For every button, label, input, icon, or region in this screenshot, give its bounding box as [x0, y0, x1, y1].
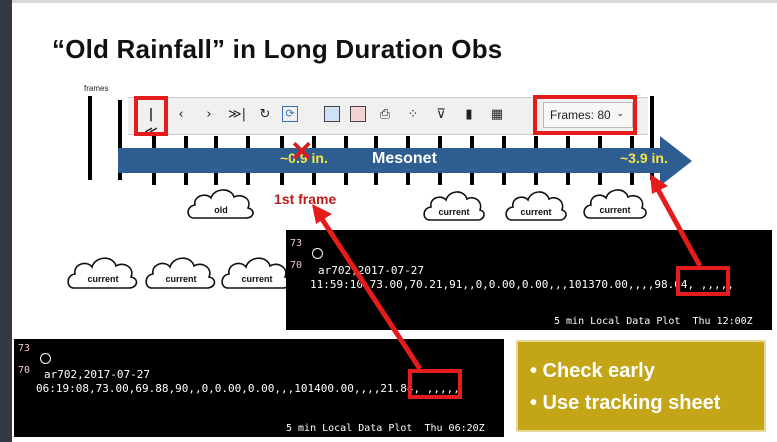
cloud-current-2-label: current: [520, 207, 552, 217]
frames-select-value: Frames: 80: [550, 108, 611, 122]
cloud-old-label: old: [214, 205, 228, 215]
chevron-left-icon[interactable]: ‹: [178, 107, 184, 122]
loop-icon[interactable]: ↻: [259, 107, 271, 122]
timeline-tick: [566, 173, 570, 185]
timeline-tick: [534, 173, 538, 185]
timeline-bracket-right: [650, 96, 654, 180]
timeline-tick: [152, 173, 156, 185]
cloud-current-1: current: [422, 186, 486, 224]
console-bottom-data: 06:19:08,73.00,69.88,90,,0,0.00,0.00,,,1…: [36, 382, 460, 395]
cloud-current-5: current: [144, 252, 218, 292]
timeline-tick: [470, 173, 474, 185]
timeline-tick: [566, 136, 570, 148]
timeline-tick: [280, 136, 284, 148]
slide-left-bar: [0, 0, 12, 442]
cloud-current-4: current: [66, 252, 140, 292]
timeline-tick: [214, 173, 218, 185]
console-top-line-num-1: 73: [290, 238, 303, 249]
console-top-header: ar702,2017-07-27: [318, 264, 424, 277]
first-frame-x-mark: ✕: [290, 136, 314, 167]
chevron-right-icon[interactable]: ›: [206, 107, 212, 122]
refresh-icon[interactable]: ⟳: [282, 106, 298, 122]
timeline-tick: [344, 173, 348, 185]
cloud-current-4-label: current: [87, 274, 119, 284]
printer-icon[interactable]: ⎙: [379, 107, 391, 122]
select-icon[interactable]: [324, 106, 340, 122]
mesonet-timeline-arrow: [118, 148, 662, 173]
timeline-tick: [534, 136, 538, 148]
station-marker-icon: [312, 248, 323, 259]
rain-total-old: ~0.9 in.: [280, 150, 328, 166]
timeline-tick: [438, 136, 442, 148]
cloud-current-1-label: current: [438, 207, 470, 217]
timeline-tick: [406, 136, 410, 148]
timeline-tick: [344, 136, 348, 148]
timeline-tick: [184, 136, 188, 148]
timeline-tick: [502, 136, 506, 148]
tip-item-2: • Use tracking sheet: [530, 392, 721, 414]
slide-title: “Old Rainfall” in Long Duration Obs: [52, 34, 503, 64]
timeline-tick: [280, 173, 284, 185]
mesonet-timeline-arrowhead: [660, 136, 692, 186]
timeline-tick: [246, 173, 250, 185]
tip-item-1: • Check early: [530, 360, 655, 382]
cloud-current-5-label: current: [165, 274, 197, 284]
skip-to-end-icon[interactable]: ≫|: [228, 107, 246, 122]
top-value-highlight: [676, 266, 730, 296]
console-top-line-num-2: 70: [290, 260, 303, 271]
timeline-tick: [152, 136, 156, 148]
console-bottom-line-num-1: 73: [18, 343, 31, 354]
arrow-bottom-to-first-frame: [317, 214, 423, 371]
cloud-current-3-label: current: [599, 205, 631, 215]
bottom-value-highlight: [408, 369, 462, 399]
console-bottom-footer: 5 min Local Data Plot Thu 06:20Z: [286, 423, 485, 434]
timeline-bracket-left: [88, 96, 92, 180]
cloud-current-2: current: [504, 186, 568, 224]
timeline-tick: [598, 173, 602, 185]
timeline-tick: [502, 173, 506, 185]
timeline-tick: [630, 136, 634, 148]
rain-total-current: ~3.9 in.: [620, 150, 668, 166]
timeline-tick: [312, 173, 316, 185]
first-frame-highlight: [134, 96, 168, 136]
arrowhead-current: [650, 174, 668, 194]
timeline-tick: [312, 136, 316, 148]
wind-barb-icon[interactable]: ⊽: [436, 107, 446, 122]
console-top-data: 11:59:10,73.00,70.21,91,,0,0.00,0.00,,,1…: [310, 278, 734, 291]
layout-grid-icon[interactable]: ▦: [490, 107, 504, 122]
arrow-top-to-current: [653, 184, 703, 268]
frames-caption: frames: [84, 84, 109, 93]
timeline-tick: [214, 136, 218, 148]
timeline-tick: [406, 173, 410, 185]
timeline-tick: [246, 136, 250, 148]
cloud-current-6-label: current: [241, 274, 273, 284]
station-marker-icon: [40, 353, 51, 364]
timeline-tick: [598, 136, 602, 148]
timeline-tick: [184, 173, 188, 185]
console-bottom-header: ar702,2017-07-27: [44, 368, 150, 381]
timeline-tick: [630, 173, 634, 185]
arrowhead-first-frame: [312, 204, 332, 224]
zoom-box-icon[interactable]: [350, 106, 366, 122]
frames-select-highlight: [533, 95, 637, 135]
tips-note: • Check early • Use tracking sheet: [516, 340, 766, 432]
scatter-points-icon[interactable]: ⁘: [407, 107, 419, 122]
mesonet-label: Mesonet: [372, 150, 437, 167]
console-bottom-line-num-2: 70: [18, 365, 31, 376]
layout-single-icon[interactable]: ▮: [465, 107, 473, 122]
console-panel-bottom: 73 70 ar702,2017-07-27 06:19:08,73.00,69…: [14, 339, 504, 437]
timeline-tick: [438, 173, 442, 185]
slide-top-border: [12, 0, 777, 3]
cloud-current-3: current: [582, 184, 648, 222]
timeline-tick: [374, 136, 378, 148]
timeline-tick: [374, 173, 378, 185]
chevron-down-icon: ⌄: [616, 108, 624, 118]
first-frame-label: 1st frame: [274, 191, 337, 207]
frames-select[interactable]: Frames: 80 ⌄: [543, 102, 633, 128]
timeline-tick: [470, 136, 474, 148]
console-top-footer: 5 min Local Data Plot Thu 12:00Z: [554, 316, 753, 327]
cloud-old: old: [186, 184, 256, 222]
timeline-bracket-left-2: [118, 100, 122, 180]
